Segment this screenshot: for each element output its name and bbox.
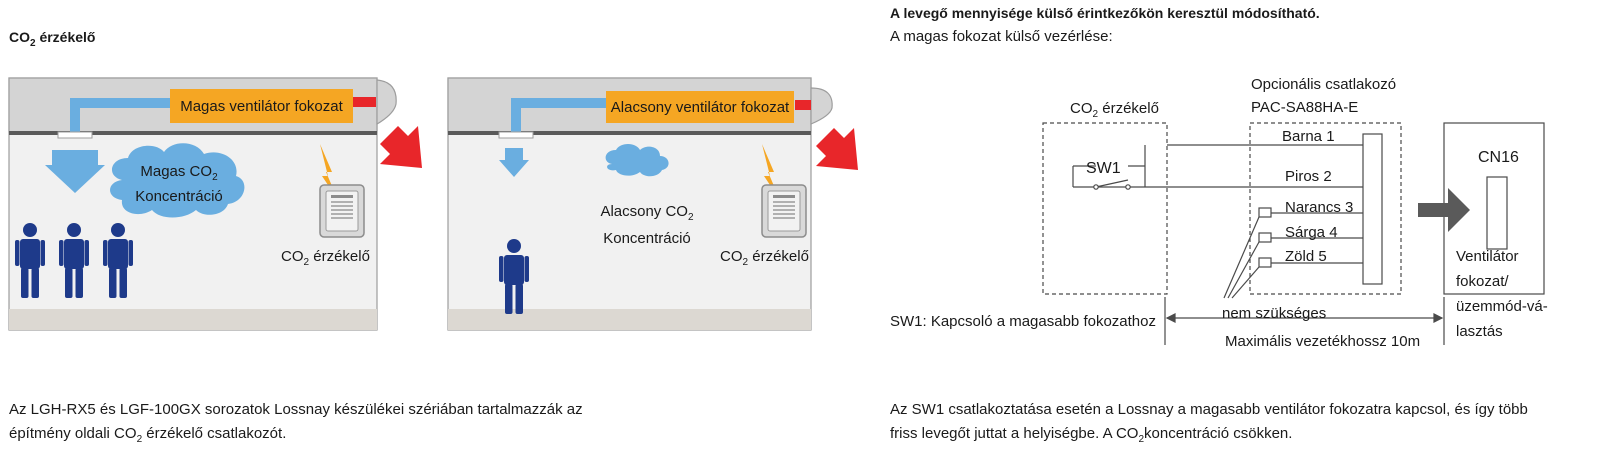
sensor-dashed-box: [1042, 122, 1168, 295]
unit-outlet-2: [810, 87, 833, 125]
red-duct-2: [795, 100, 811, 110]
duct-2: [511, 98, 610, 132]
sensor-label-1: CO2 érzékelő: [281, 248, 370, 268]
duct-1: [70, 98, 170, 132]
airflow-arrow-1: [45, 150, 105, 193]
left-heading: CO2 érzékelő: [9, 29, 96, 49]
right-description-line2: friss levegőt juttat a helyiségbe. A CO2…: [890, 425, 1293, 445]
sensor-box-label: CO2 érzékelő: [1070, 100, 1159, 120]
sw-note: SW1: Kapcsoló a magasabb fokozathoz: [890, 313, 1156, 330]
co2-sensor-device-2: [761, 184, 807, 238]
right-description-line1: Az SW1 csatlakoztatása esetén a Lossnay …: [890, 401, 1528, 418]
lightning-icon-2: [762, 144, 780, 200]
co2-sensor-device-1: [319, 184, 365, 238]
cn16-label: CN16: [1478, 149, 1519, 166]
not-needed-label: nem szükséges: [1222, 305, 1327, 322]
cloud-label-high: Magas CO2 Koncentráció: [135, 163, 223, 205]
banner-low-speed: Alacsony ventilátor fokozat: [606, 91, 794, 123]
wire-label-4: Sárga 4: [1285, 224, 1338, 241]
left-description-line2: építmény oldali CO2 érzékelő csatlakozót…: [9, 425, 287, 445]
co2-cloud-1: [110, 143, 245, 218]
diffuser-2: [498, 131, 534, 139]
target-line-2: fokozat/: [1456, 273, 1509, 290]
target-line-3: üzemmód-vá-: [1456, 298, 1548, 315]
right-subheading: A magas fokozat külső vezérlése:: [890, 28, 1113, 45]
red-arrow-icon-2: [816, 128, 858, 170]
cloud-label-low: Alacsony CO2 Koncentráció: [600, 203, 694, 247]
connector-title-1: Opcionális csatlakozó: [1251, 76, 1397, 93]
wire-label-3: Narancs 3: [1285, 199, 1354, 216]
right-heading: A levegő mennyisége külső érintkezőkön k…: [890, 5, 1320, 21]
left-description-line1: Az LGH-RX5 és LGF-100GX sorozatok Lossna…: [9, 401, 583, 418]
target-line-1: Ventilátor: [1456, 248, 1519, 265]
wire-label-5: Zöld 5: [1285, 248, 1327, 265]
wiring-diagram: [1042, 122, 1545, 345]
red-arrow-icon-1: [380, 126, 422, 168]
target-line-4: lasztás: [1456, 323, 1503, 340]
diffuser-1: [57, 131, 93, 139]
wire-label-2: Piros 2: [1285, 168, 1332, 185]
switch-contact: [1095, 179, 1129, 188]
banner-high-speed: Magas ventilátor fokozat: [170, 89, 353, 123]
wire-label-1: Barna 1: [1282, 128, 1335, 145]
signal-arrow-icon: [1418, 188, 1470, 232]
room-panel-1: [8, 77, 422, 331]
unit-outlet-1: [376, 79, 397, 126]
connector-title-2: PAC-SA88HA-E: [1251, 99, 1359, 116]
switch-label: SW1: [1086, 160, 1121, 177]
max-length-label: Maximális vezetékhossz 10m: [1225, 333, 1421, 350]
cn16-socket: [1486, 176, 1508, 250]
sensor-label-2: CO2 érzékelő: [720, 248, 809, 268]
red-duct-1: [352, 97, 376, 107]
airflow-arrow-2: [499, 148, 529, 177]
co2-cloud-2: [605, 144, 669, 177]
lightning-icon-1: [320, 144, 338, 200]
connector-block: [1362, 133, 1383, 285]
